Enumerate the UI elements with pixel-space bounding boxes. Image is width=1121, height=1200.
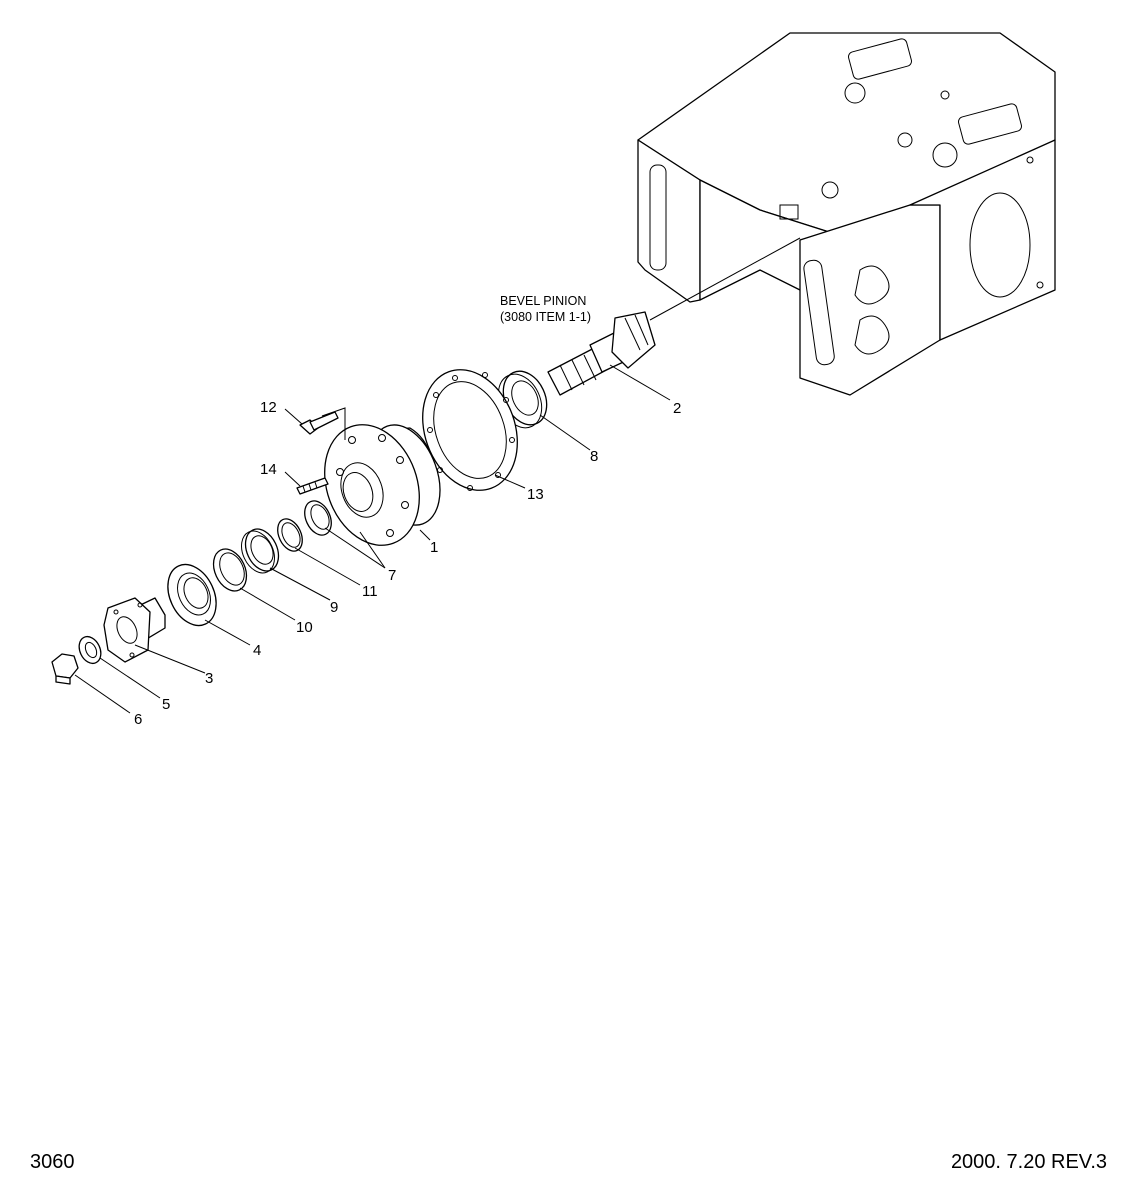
part-number-6: 6 — [134, 711, 142, 728]
nut-part-6 — [51, 653, 79, 685]
page-number: 3060 — [30, 1151, 75, 1173]
part-number-2: 2 — [673, 400, 681, 417]
part-number-8: 8 — [590, 448, 598, 465]
bearing-part-9 — [241, 528, 280, 574]
stud-part-14 — [296, 477, 329, 495]
part-number-7: 7 — [388, 567, 396, 584]
part-number-4: 4 — [253, 642, 261, 659]
part-number-12: 12 — [260, 399, 277, 416]
revision-date: 2000. 7.20 REV.3 — [950, 1151, 1107, 1173]
snap-ring-part-11 — [277, 518, 303, 552]
oil-seal-part-4 — [167, 563, 217, 627]
gasket-part-13 — [422, 369, 518, 491]
part-number-1: 1 — [430, 539, 438, 556]
part-number-11: 11 — [362, 583, 378, 600]
leader-lines — [74, 364, 671, 714]
part-number-3: 3 — [205, 670, 213, 687]
part-number-10: 10 — [296, 619, 313, 636]
retainer-housing-part-1 — [324, 424, 441, 546]
washer-part-5 — [78, 635, 102, 665]
part-number-9: 9 — [330, 599, 338, 616]
part-number-5: 5 — [162, 696, 170, 713]
callout-line-1: BEVEL PINION — [500, 294, 586, 308]
callout-line-2: (3080 ITEM 1-1) — [500, 310, 591, 324]
spacer-ring-part-10 — [212, 548, 248, 592]
flange-part-3 — [103, 597, 166, 663]
transmission-housing — [637, 32, 1056, 396]
part-number-13: 13 — [527, 486, 544, 503]
bolt-part-12 — [299, 407, 346, 440]
part-number-14: 14 — [260, 461, 277, 478]
bevel-pinion-part-2 — [547, 311, 656, 396]
